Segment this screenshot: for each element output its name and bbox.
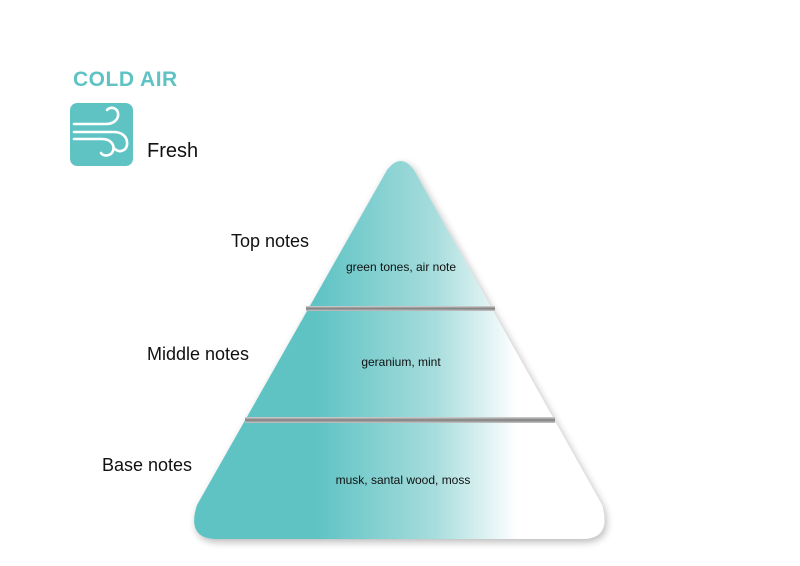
fragrance-title: COLD AIR [73,68,178,91]
pyramid-body [194,161,605,539]
category-label: Fresh [147,140,199,162]
tier-label-top: Top notes [231,231,310,251]
tier-notes-middle: geranium, mint [361,355,441,369]
wind-icon [70,103,133,166]
tier-divider-bottom [245,417,555,423]
tier-notes-base: musk, santal wood, moss [335,473,471,487]
tier-notes-top: green tones, air note [345,260,457,274]
tier-label-middle: Middle notes [147,344,250,364]
tier-label-base: Base notes [102,455,193,475]
tier-divider-top [306,306,495,311]
